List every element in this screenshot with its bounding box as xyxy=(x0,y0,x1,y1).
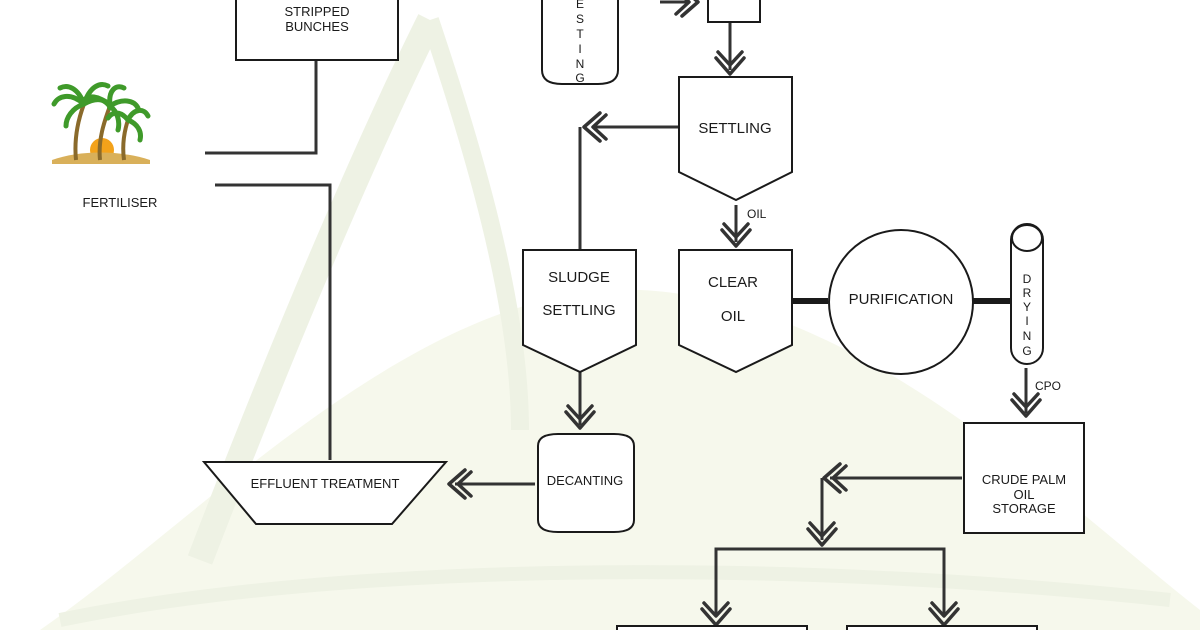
drying-letter-6: G xyxy=(1022,344,1031,358)
settling-node: SETTLING xyxy=(678,76,793,202)
palm-trees-icon xyxy=(51,82,151,164)
stripped-bunches-node: STRIPPED BUNCHES xyxy=(235,0,399,61)
decanting-label: DECANTING xyxy=(547,473,624,488)
sludge-settling-node: SLUDGE SETTLING xyxy=(522,249,637,374)
top-process-box xyxy=(707,0,761,23)
digesting-letter-1: E xyxy=(576,0,584,11)
digesting-letter-4: I xyxy=(578,42,581,56)
digesting-tank-node: E S T I N G xyxy=(541,0,619,85)
digesting-letter-5: N xyxy=(576,57,585,71)
digesting-letter-3: T xyxy=(576,27,584,41)
digesting-letter-2: S xyxy=(576,12,584,26)
bottom-right-box xyxy=(846,625,1038,630)
stripped-bunches-label-1: STRIPPED xyxy=(284,4,349,19)
sludge-settling-label-1: SLUDGE xyxy=(548,269,610,286)
storage-label-1: CRUDE PALM xyxy=(982,472,1066,487)
fertiliser-label: FERTILISER xyxy=(83,195,158,210)
effluent-treatment-label: EFFLUENT TREATMENT xyxy=(251,476,400,491)
stripped-bunches-label-2: BUNCHES xyxy=(285,19,349,34)
storage-label-3: STORAGE xyxy=(992,501,1056,516)
digesting-letter-6: G xyxy=(575,71,584,85)
drying-node: D R Y I N G xyxy=(1010,223,1044,365)
clear-oil-label-2: OIL xyxy=(721,308,745,325)
drying-letter-4: I xyxy=(1025,314,1028,328)
purification-node: PURIFICATION xyxy=(828,229,974,375)
connector-bunches-to-fertiliser xyxy=(205,60,318,155)
bottom-left-box xyxy=(616,625,808,630)
decanting-node: DECANTING xyxy=(537,433,635,533)
clear-oil-node: CLEAR OIL xyxy=(678,249,793,374)
drying-letter-2: R xyxy=(1023,286,1032,300)
connector-to-effluent xyxy=(215,183,332,460)
storage-label-2: OIL xyxy=(1014,487,1035,502)
cpo-label: CPO xyxy=(1035,379,1061,393)
settling-label: SETTLING xyxy=(698,120,771,137)
drying-letter-3: Y xyxy=(1023,300,1031,314)
purification-label: PURIFICATION xyxy=(849,291,954,308)
sludge-settling-label-2: SETTLING xyxy=(542,302,615,319)
oil-label: OIL xyxy=(747,207,767,221)
connector-split xyxy=(714,547,946,615)
crude-palm-oil-storage-node: CRUDE PALM OIL STORAGE xyxy=(963,422,1085,534)
clear-oil-label-1: CLEAR xyxy=(708,274,758,291)
drying-letter-5: N xyxy=(1023,329,1032,343)
drying-letter-1: D xyxy=(1023,272,1032,286)
effluent-treatment-node: EFFLUENT TREATMENT xyxy=(201,461,449,525)
